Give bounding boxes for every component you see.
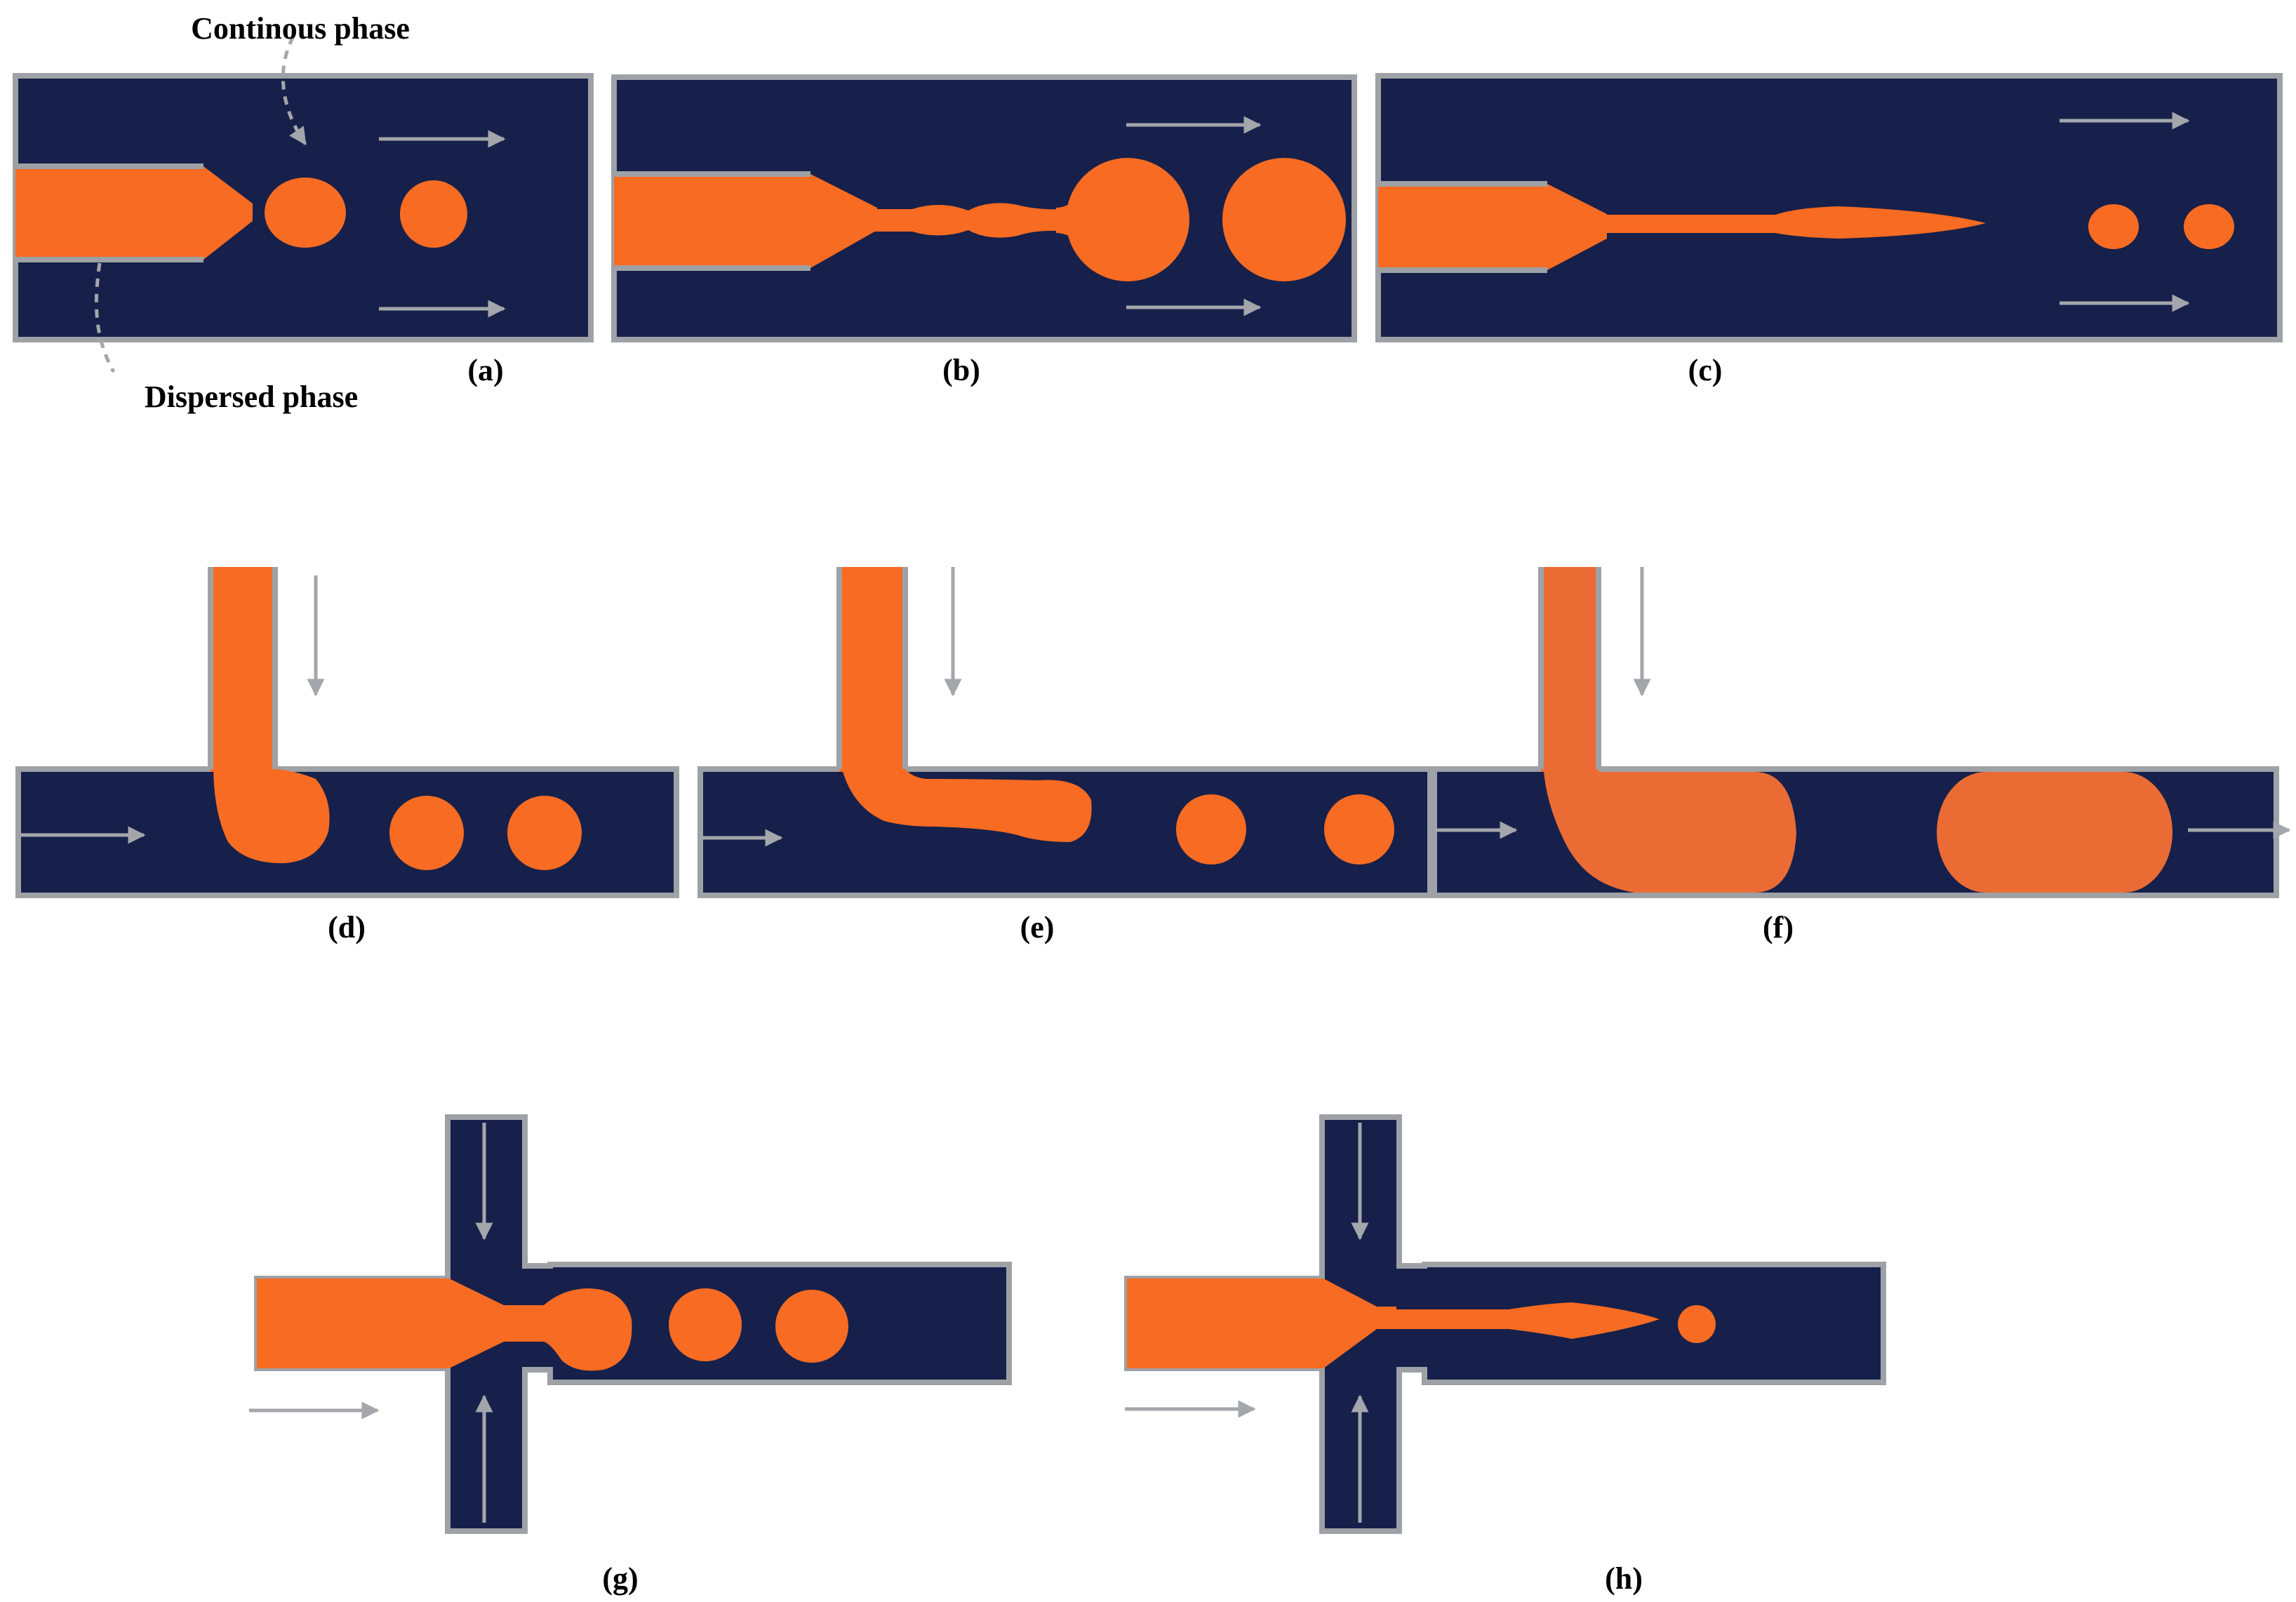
droplet-neck [1056, 193, 1084, 247]
panel-g: (g) [249, 1114, 1012, 1596]
panel-label-b: (b) [942, 353, 980, 387]
panel-d: (d) [15, 567, 679, 944]
panel-c: (c) [1375, 73, 2283, 387]
panel-b: (b) [611, 74, 1357, 387]
jet-thread [1393, 1302, 1660, 1339]
droplet [1678, 1305, 1716, 1343]
droplet [400, 180, 467, 248]
forming-droplet [1066, 158, 1189, 281]
panel-e: (e) [698, 567, 1433, 944]
panel-label-e: (e) [1020, 910, 1055, 944]
panel-label-c: (c) [1688, 353, 1723, 387]
forming-droplet [544, 1288, 632, 1371]
panel-f: (f) [1431, 567, 2291, 944]
dispersed-phase-inlet [614, 174, 877, 268]
droplet [507, 796, 582, 870]
jet-thread [1603, 206, 1986, 239]
droplet [1222, 158, 1346, 281]
dispersed-phase-pointer [94, 262, 116, 373]
droplet [669, 1288, 742, 1361]
droplet [775, 1290, 848, 1363]
inlet-wall [208, 567, 278, 769]
jet-thread [842, 769, 1092, 842]
inlet-wall [614, 171, 810, 271]
dispersed-phase-inlet [211, 567, 275, 772]
panel-label-g: (g) [602, 1561, 638, 1596]
droplet [2088, 204, 2139, 249]
panel-h: (h) [1124, 1114, 1886, 1596]
droplet [1324, 794, 1394, 865]
dispersed-phase-inlet [839, 567, 905, 772]
plug-droplet [1937, 772, 2172, 893]
forming-droplet [265, 178, 346, 248]
panel-label-h: (h) [1605, 1561, 1643, 1596]
plug-droplet [1544, 772, 1796, 893]
inlet-wall [836, 567, 908, 769]
panel-label-f: (f) [1763, 910, 1794, 944]
panel-label-a: (a) [467, 353, 503, 387]
dispersed-phase-inlet [1127, 1279, 1396, 1368]
inlet-wall [15, 163, 203, 262]
dispersed-phase-label: Dispersed phase [145, 380, 358, 414]
dispersed-phase-inlet [15, 166, 253, 260]
inlet-wall [1378, 181, 1547, 273]
droplet [1176, 794, 1246, 865]
panel-label-d: (d) [328, 910, 366, 944]
necking-thread [874, 203, 1067, 238]
continuous-phase-label: Continous phase [191, 11, 410, 46]
dispersed-phase-inlet [1541, 567, 1598, 772]
dispersed-phase-inlet [257, 1279, 547, 1368]
panel-a: Continous phase Dispersed phase (a) [13, 11, 594, 414]
dispersed-phase-inlet [1378, 184, 1607, 270]
continuous-phase-pointer [281, 35, 307, 146]
inlet-wall [1538, 567, 1601, 769]
droplet [2184, 204, 2234, 249]
droplet [389, 796, 464, 870]
forming-droplet [213, 769, 330, 864]
